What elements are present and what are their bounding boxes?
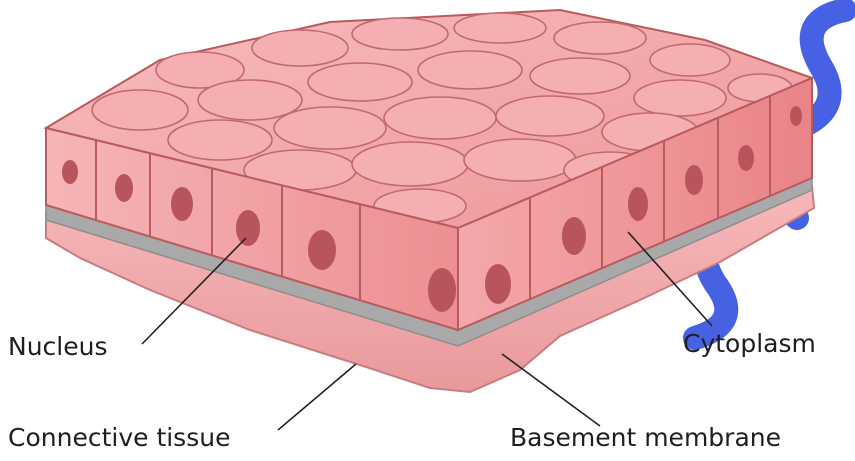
nucleus-shape — [115, 174, 133, 202]
cell-top — [92, 90, 188, 130]
basement-membrane-leader-line — [502, 354, 600, 426]
cell-top — [252, 30, 348, 66]
cell-top — [168, 120, 272, 160]
nucleus-shape — [685, 165, 703, 195]
cell-top — [352, 142, 468, 186]
label-cytoplasm: Cytoplasm — [683, 331, 816, 356]
cell-top — [454, 13, 546, 43]
nucleus-shape — [628, 187, 648, 221]
label-basement-membrane: Basement membrane — [510, 425, 781, 450]
cell-top — [464, 139, 576, 181]
cell-top — [650, 44, 730, 76]
cell-top — [554, 22, 646, 54]
cell-top — [530, 58, 630, 94]
cell-top — [352, 18, 448, 50]
nucleus-shape — [428, 268, 456, 312]
nucleus-shape — [562, 217, 586, 255]
nucleus-shape — [62, 160, 78, 184]
nucleus-shape — [308, 230, 336, 270]
label-connective-tissue: Connective tissue — [8, 425, 230, 450]
cell-top — [274, 107, 386, 149]
cell-top — [384, 97, 496, 139]
nucleus-shape — [485, 264, 511, 304]
cell-top — [418, 51, 522, 89]
nucleus-shape — [738, 145, 754, 171]
cell-top — [496, 96, 604, 136]
nucleus-shape — [171, 187, 193, 221]
label-nucleus: Nucleus — [8, 334, 108, 359]
cell-top — [308, 63, 412, 101]
nucleus-shape — [790, 106, 802, 126]
cell-top — [634, 80, 726, 116]
connective-tissue-leader-line — [278, 364, 356, 430]
nucleus-shape — [236, 210, 260, 246]
